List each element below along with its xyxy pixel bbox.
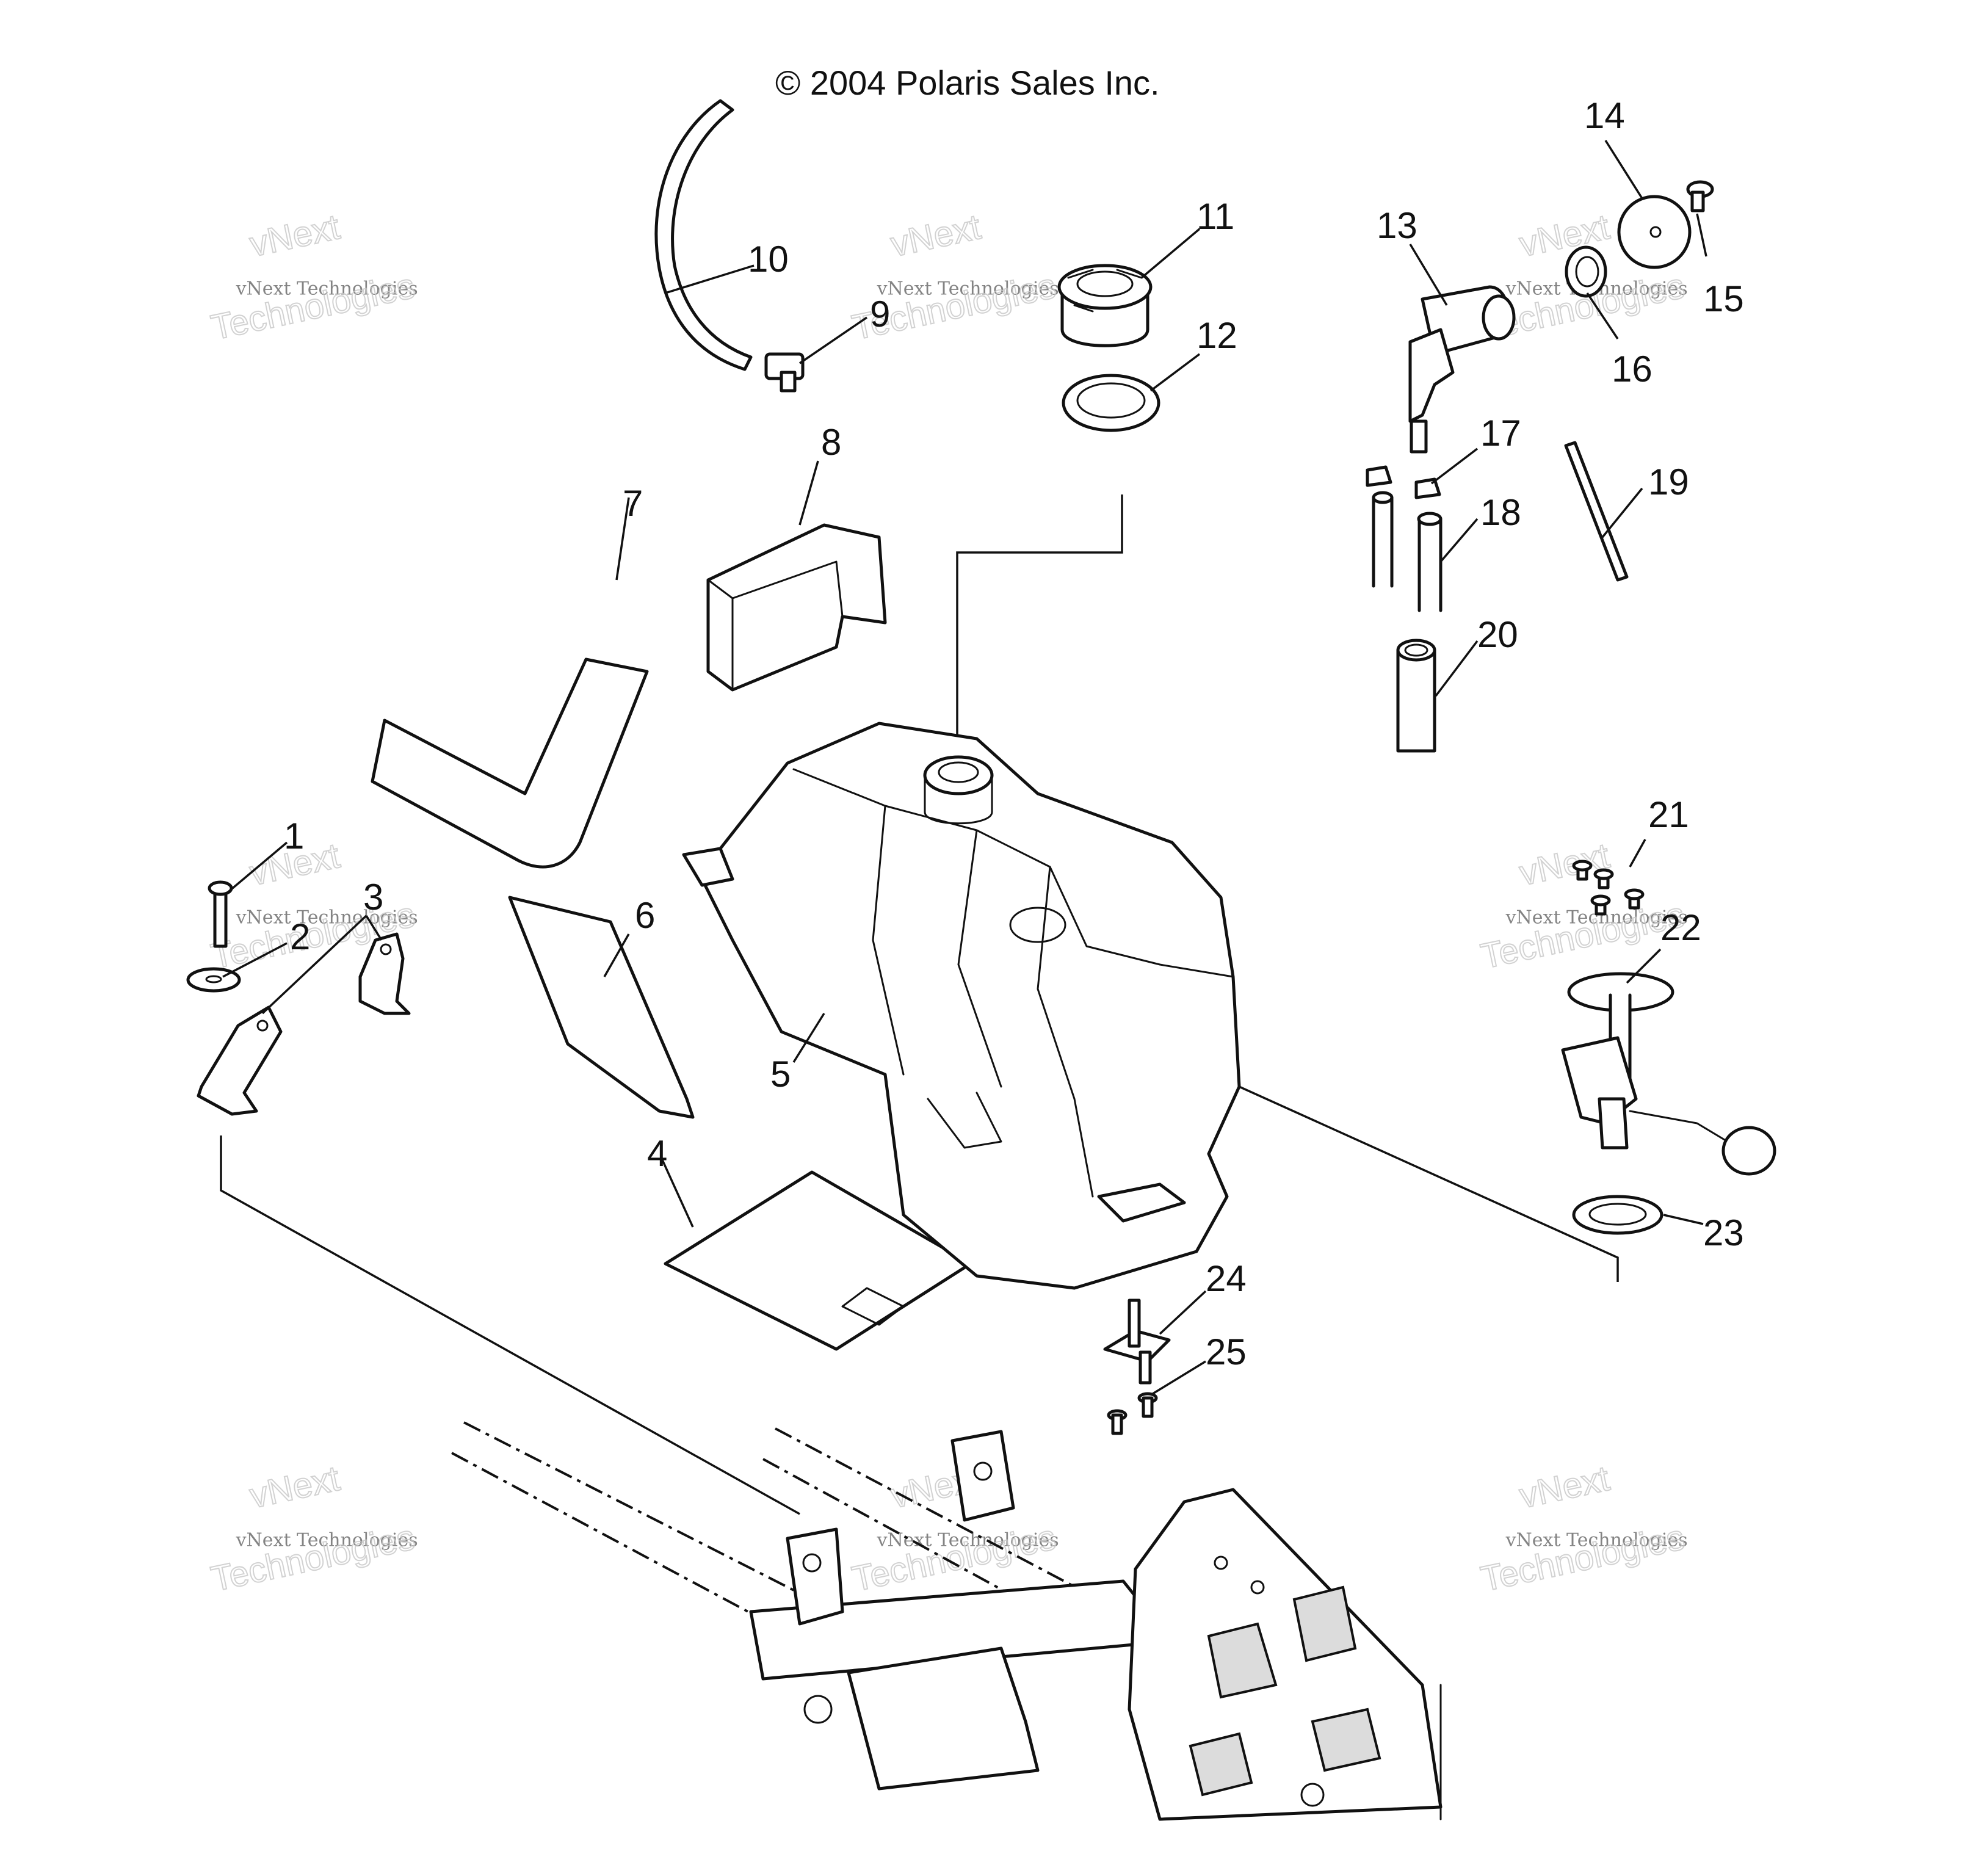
watermark-bottom-center: vNext vNext Technologies Technologies — [848, 1458, 1060, 1599]
foam-block — [706, 523, 887, 692]
mounting-bracket-rear — [358, 932, 411, 1015]
watermark-mid-right: vNext vNext Technologies Technologies — [1477, 835, 1689, 977]
callout-20: 20 — [1477, 614, 1518, 655]
guide-line-cap-to-tank — [956, 494, 1123, 736]
callout-19: 19 — [1648, 462, 1689, 502]
pump-screws — [1572, 860, 1645, 916]
callout-15: 15 — [1703, 278, 1744, 319]
svg-text:vNext Technologies: vNext Technologies — [236, 278, 418, 300]
callout-13: 13 — [1377, 205, 1417, 246]
watermark-top-left: vNext vNext Technologies Technologies — [207, 206, 419, 348]
callout-17: 17 — [1480, 413, 1521, 454]
callout-25: 25 — [1206, 1331, 1247, 1372]
plate-bolts — [1107, 1392, 1158, 1435]
watermark-top-center: vNext vNext Technologies Technologies — [848, 206, 1060, 348]
callout-22: 22 — [1660, 907, 1701, 948]
shutoff-valve — [1408, 285, 1516, 454]
guide-line-pump-to-tank — [1239, 1085, 1619, 1282]
callout-21: 21 — [1648, 794, 1689, 835]
callout-7: 7 — [623, 483, 643, 524]
callout-8: 8 — [821, 422, 841, 463]
guide-line-bracket-to-frame — [220, 1135, 800, 1515]
callout-10: 10 — [748, 239, 789, 280]
callout-24: 24 — [1206, 1258, 1247, 1299]
support-rod — [1564, 441, 1629, 582]
fuel-line-large — [1396, 639, 1436, 753]
watermark-bottom-left: vNext vNext Technologies Technologies — [207, 1458, 419, 1599]
leader-lines — [222, 140, 1707, 1396]
svg-text:vNext Technologies: vNext Technologies — [236, 907, 418, 929]
callout-2: 2 — [290, 916, 310, 957]
valve-nut — [1565, 245, 1607, 298]
vent-fitting — [764, 352, 805, 393]
callout-14: 14 — [1584, 95, 1625, 136]
tube-cap-left — [1366, 465, 1392, 487]
chassis-frame — [451, 1421, 1443, 1821]
fuel-pump-assembly — [1561, 972, 1776, 1176]
svg-text:vNext Technologies: vNext Technologies — [877, 1530, 1059, 1551]
svg-text:vNext: vNext — [1516, 1458, 1613, 1516]
mounting-plate — [1103, 1298, 1171, 1385]
svg-text:vNext Technologies: vNext Technologies — [236, 1530, 418, 1551]
callout-5: 5 — [770, 1054, 791, 1095]
svg-text:vNext Technologies: vNext Technologies — [1505, 1530, 1688, 1551]
svg-text:vNext: vNext — [246, 207, 343, 264]
fuel-tank — [682, 722, 1241, 1290]
callout-18: 18 — [1480, 492, 1521, 533]
svg-text:vNext Technologies: vNext Technologies — [877, 278, 1059, 300]
callout-11: 11 — [1196, 196, 1234, 237]
callout-3: 3 — [363, 877, 383, 918]
mounting-bracket-front — [197, 1005, 283, 1116]
callout-12: 12 — [1196, 315, 1237, 356]
fuel-tube-right — [1417, 512, 1443, 612]
copyright-text: © 2004 Polaris Sales Inc. — [775, 63, 1160, 102]
callout-16: 16 — [1612, 349, 1652, 389]
pump-gasket — [1572, 1195, 1663, 1235]
foam-strip — [371, 657, 649, 869]
tube-cap-right — [1414, 477, 1441, 499]
svg-text:vNext: vNext — [246, 1458, 343, 1516]
tank-pad-side — [508, 896, 695, 1119]
cover-screw — [1686, 180, 1714, 212]
callout-9: 9 — [870, 294, 890, 335]
watermark-bottom-right: vNext vNext Technologies Technologies — [1477, 1458, 1689, 1599]
svg-text:vNext: vNext — [887, 207, 984, 264]
cover-plate — [1617, 195, 1692, 269]
callout-1: 1 — [284, 816, 304, 857]
callout-6: 6 — [635, 895, 655, 936]
fuel-tube-left — [1372, 491, 1394, 588]
callout-labels: 1 2 3 4 5 6 7 8 9 10 11 12 13 14 15 16 1… — [284, 95, 1744, 1372]
fuel-cap — [1057, 264, 1153, 347]
callout-4: 4 — [647, 1133, 667, 1174]
callout-23: 23 — [1703, 1212, 1744, 1253]
cap-gasket — [1062, 374, 1160, 432]
vent-hose — [654, 99, 753, 371]
